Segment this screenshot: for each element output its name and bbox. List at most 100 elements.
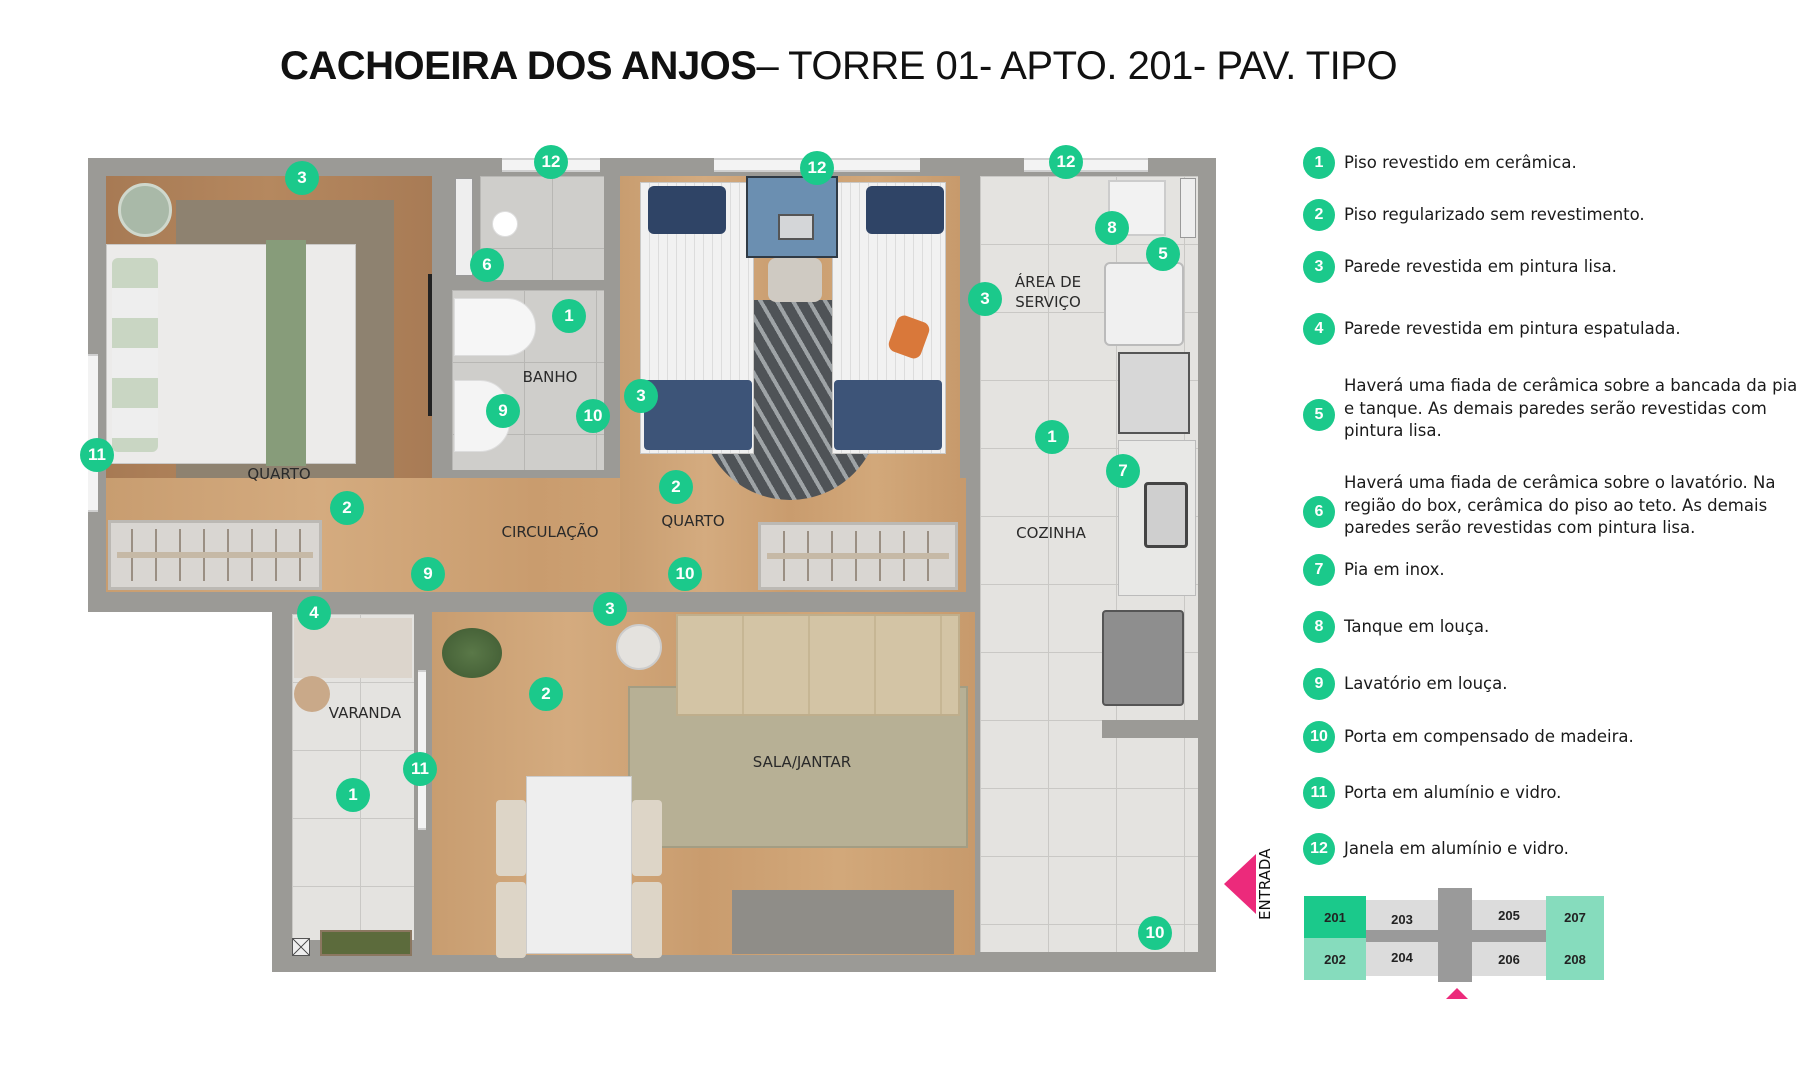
legend-number-badge: 1 <box>1303 147 1335 179</box>
bed-runner <box>266 240 306 466</box>
unit-201: 201 <box>1304 896 1366 938</box>
plan-marker-5: 5 <box>1146 237 1180 271</box>
window-box-glass <box>455 178 473 276</box>
plan-marker-10: 10 <box>668 557 702 591</box>
label-varanda: VARANDA <box>328 704 402 722</box>
dining-chair-4 <box>632 882 662 958</box>
label-area-servico: ÁREA DE SERVIÇO <box>1015 272 1081 312</box>
legend-number-badge: 10 <box>1303 721 1335 753</box>
entry-marker-icon <box>1446 988 1468 999</box>
plan-marker-11: 11 <box>80 438 114 472</box>
core <box>1438 888 1472 982</box>
plan-marker-3: 3 <box>968 282 1002 316</box>
plan-marker-9: 9 <box>486 394 520 428</box>
label-area-servico-line2: SERVIÇO <box>1015 293 1081 311</box>
entry-arrow-icon <box>1224 854 1256 914</box>
plan-marker-12: 12 <box>800 151 834 185</box>
unit-205: 205 <box>1472 900 1546 930</box>
plan-marker-10: 10 <box>1138 916 1172 950</box>
plan-marker-2: 2 <box>330 491 364 525</box>
door-glass-quarto <box>88 354 98 512</box>
plan-marker-6: 6 <box>470 248 504 282</box>
legend-number-badge: 9 <box>1303 668 1335 700</box>
plan-marker-3: 3 <box>593 592 627 626</box>
wardrobe-quarto-solteiro <box>758 522 958 590</box>
desk-chair <box>768 258 822 302</box>
legend-number-badge: 12 <box>1303 833 1335 865</box>
pillow-left <box>648 186 726 234</box>
planter <box>320 930 412 956</box>
corridor-right <box>1468 930 1546 942</box>
plan-marker-2: 2 <box>659 470 693 504</box>
kitchen-sink <box>1144 482 1188 548</box>
washing-machine <box>1104 262 1184 346</box>
tv-stand <box>732 890 954 954</box>
legend-text: Porta em alumínio e vidro. <box>1344 783 1562 802</box>
plan-marker-11: 11 <box>403 752 437 786</box>
plan-marker-9: 9 <box>411 557 445 591</box>
plan-marker-10: 10 <box>576 399 610 433</box>
legend-number-badge: 2 <box>1303 199 1335 231</box>
shaft-icon <box>292 938 310 956</box>
corridor-left <box>1366 930 1442 942</box>
legend-text: Haverá uma fiada de cerâmica sobre a ban… <box>1344 376 1798 440</box>
label-quarto-casal: QUARTO <box>247 465 311 483</box>
legend-text: Piso regularizado sem revestimento. <box>1344 205 1645 224</box>
label-banho: BANHO <box>522 368 578 386</box>
pillows <box>112 258 158 452</box>
label-area-servico-line1: ÁREA DE <box>1014 273 1082 291</box>
legend-number-badge: 11 <box>1303 777 1335 809</box>
legend-number-badge: 8 <box>1303 611 1335 643</box>
laptop-icon <box>778 214 814 240</box>
entrada-label: ENTRADA <box>1256 848 1274 920</box>
cooktop <box>1118 352 1190 434</box>
dining-chair-3 <box>632 800 662 876</box>
project-name: CACHOEIRA DOS ANJOS <box>280 44 757 88</box>
dining-chair-2 <box>496 882 526 958</box>
plan-marker-4: 4 <box>297 596 331 630</box>
plant <box>442 628 502 678</box>
dining-table <box>526 776 632 954</box>
plan-marker-1: 1 <box>552 299 586 333</box>
legend-text: Porta em compensado de madeira. <box>1344 727 1634 746</box>
legend-number-badge: 4 <box>1303 313 1335 345</box>
legend-text: Janela em alumínio e vidro. <box>1344 839 1569 858</box>
side-table <box>294 676 330 712</box>
unit-204: 204 <box>1366 938 1438 976</box>
plan-marker-3: 3 <box>624 379 658 413</box>
legend-text: Lavatório em louça. <box>1344 674 1508 693</box>
legend-number-badge: 5 <box>1303 399 1335 431</box>
refrigerator <box>1102 610 1184 706</box>
label-sala-jantar: SALA/JANTAR <box>752 753 852 771</box>
nightstand <box>118 183 172 237</box>
dining-chair-1 <box>496 800 526 876</box>
legend-text: Tanque em louça. <box>1344 617 1490 636</box>
unit-208: 208 <box>1546 938 1604 980</box>
unit-designation: – TORRE 01- APTO. 201- PAV. TIPO <box>756 44 1398 88</box>
blanket-right <box>834 380 942 450</box>
label-quarto-solteiro: QUARTO <box>661 512 725 530</box>
unit-206: 206 <box>1472 942 1546 976</box>
legend-text: Pia em inox. <box>1344 560 1445 579</box>
unit-207: 207 <box>1546 896 1604 938</box>
wardrobe-quarto-casal <box>108 520 322 590</box>
kitchen-partition <box>1102 720 1198 738</box>
legend-text: Piso revestido em cerâmica. <box>1344 153 1577 172</box>
label-cozinha: COZINHA <box>1016 524 1086 542</box>
plan-marker-8: 8 <box>1095 211 1129 245</box>
blanket-left <box>644 380 752 450</box>
legend-number-badge: 3 <box>1303 251 1335 283</box>
unit-202: 202 <box>1304 938 1366 980</box>
pillow-right <box>866 186 944 234</box>
plan-marker-12: 12 <box>1049 145 1083 179</box>
plan-marker-3: 3 <box>285 161 319 195</box>
label-circulacao: CIRCULAÇÃO <box>501 523 599 541</box>
plan-marker-7: 7 <box>1106 454 1140 488</box>
tv-panel <box>428 274 432 416</box>
door-glass-varanda <box>418 670 426 830</box>
sofa <box>676 614 960 716</box>
window-service-glass <box>1180 178 1196 238</box>
window-area-servico <box>1024 158 1148 172</box>
toilet <box>454 298 536 356</box>
